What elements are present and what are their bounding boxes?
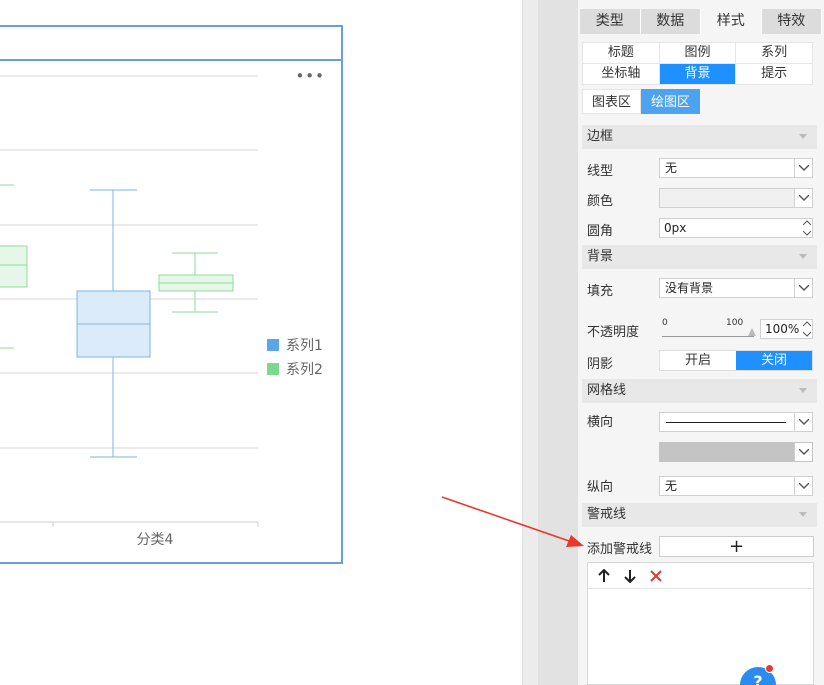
vertical-line-select[interactable]: 无 xyxy=(659,476,813,496)
warning-line-list xyxy=(587,562,814,685)
select-value: 无 xyxy=(665,479,678,493)
section-header-gridlines[interactable]: 网格线 xyxy=(582,379,817,403)
add-warning-line-button[interactable]: + xyxy=(659,536,814,557)
box-series1-category4 xyxy=(76,189,151,458)
legend-item-series1[interactable]: 系列1 xyxy=(267,333,323,357)
slider-max-label: 100 xyxy=(726,318,744,328)
shadow-label: 阴影 xyxy=(587,357,614,372)
tab-data[interactable]: 数据 xyxy=(640,9,701,34)
subtab-background[interactable]: 背景 xyxy=(659,64,736,84)
subtab-legend[interactable]: 图例 xyxy=(659,43,736,63)
legend-item-series2[interactable]: 系列2 xyxy=(267,357,323,381)
legend-label: 系列2 xyxy=(286,362,323,378)
shadow-on-button[interactable]: 开启 xyxy=(660,351,736,370)
color-label: 颜色 xyxy=(587,194,614,209)
warning-line-toolbar xyxy=(588,563,813,589)
section-title: 背景 xyxy=(587,249,614,264)
caret-down-icon xyxy=(799,512,807,517)
color-select[interactable] xyxy=(659,188,813,208)
arrow-down-icon[interactable] xyxy=(622,568,638,584)
select-value: 没有背景 xyxy=(665,281,714,295)
radius-label: 圆角 xyxy=(587,224,614,239)
chevron-down-icon xyxy=(794,159,812,177)
boxplot-chart: 分类4 xyxy=(0,75,259,548)
add-warning-line-label: 添加警戒线 xyxy=(587,542,653,557)
vertical-label: 纵向 xyxy=(587,480,614,495)
shadow-toggle: 开启 关闭 xyxy=(659,350,813,371)
input-value: 100% xyxy=(765,322,800,336)
subtab-tooltip[interactable]: 提示 xyxy=(736,64,812,84)
box-series2-category4 xyxy=(158,252,234,313)
line-type-label: 线型 xyxy=(587,164,614,179)
main-tabs: 类型 数据 样式 特效 xyxy=(580,9,822,34)
horizontal-label: 横向 xyxy=(587,415,614,430)
chart-card: 分类4 ••• 系列1 系列2 xyxy=(0,25,343,564)
opacity-label: 不透明度 xyxy=(587,325,640,340)
arrow-up-icon[interactable] xyxy=(596,568,612,584)
delete-icon[interactable] xyxy=(648,568,664,584)
subtab-series[interactable]: 系列 xyxy=(736,43,812,63)
horizontal-line-style-select[interactable] xyxy=(659,412,813,432)
input-value: 0px xyxy=(664,221,687,235)
box-series2-category3-partial xyxy=(0,184,28,349)
chevron-down-icon xyxy=(794,279,812,297)
opacity-input[interactable]: 100% xyxy=(760,319,813,339)
more-options-icon[interactable]: ••• xyxy=(295,67,325,85)
chevron-down-icon xyxy=(794,443,812,461)
notification-dot xyxy=(765,664,774,673)
stepper-icon[interactable] xyxy=(802,219,812,237)
legend-swatch xyxy=(267,363,279,375)
fill-label: 填充 xyxy=(587,284,614,299)
panel-gutter xyxy=(522,0,579,685)
legend-swatch xyxy=(267,339,279,351)
subtab-axis[interactable]: 坐标轴 xyxy=(583,64,659,84)
slider-min-label: 0 xyxy=(662,318,668,328)
tab-type[interactable]: 类型 xyxy=(580,9,641,34)
section-header-background[interactable]: 背景 xyxy=(582,245,817,269)
caret-down-icon xyxy=(799,254,807,259)
caret-down-icon xyxy=(799,388,807,393)
chart-legend: 系列1 系列2 xyxy=(267,333,323,381)
section-header-border[interactable]: 边框 xyxy=(582,125,817,149)
select-value: 无 xyxy=(665,161,678,175)
opacity-slider-thumb[interactable] xyxy=(748,328,756,336)
stepper-icon[interactable] xyxy=(802,320,812,338)
tab-effects[interactable]: 特效 xyxy=(761,9,822,34)
x-axis-category-label: 分类4 xyxy=(137,532,174,548)
style-subtabs: 标题 图例 系列 坐标轴 背景 提示 xyxy=(582,42,813,85)
chevron-down-icon xyxy=(794,189,812,207)
section-title: 边框 xyxy=(587,129,614,144)
fill-select[interactable]: 没有背景 xyxy=(659,278,813,298)
shadow-off-button[interactable]: 关闭 xyxy=(736,351,812,370)
tab-style[interactable]: 样式 xyxy=(701,9,762,34)
subtab-title[interactable]: 标题 xyxy=(583,43,659,63)
solid-line-sample xyxy=(666,422,786,423)
section-title: 警戒线 xyxy=(587,507,627,522)
legend-label: 系列1 xyxy=(286,338,323,354)
line-type-select[interactable]: 无 xyxy=(659,158,813,178)
section-title: 网格线 xyxy=(587,383,627,398)
horizontal-line-color-select[interactable] xyxy=(659,442,813,462)
area-tabs: 图表区 绘图区 xyxy=(582,89,701,114)
radius-input[interactable]: 0px xyxy=(659,218,813,238)
chart-card-header xyxy=(0,27,341,61)
section-header-warning-line[interactable]: 警戒线 xyxy=(582,503,817,527)
tab-plot-area[interactable]: 绘图区 xyxy=(641,89,701,114)
chevron-down-icon xyxy=(794,413,812,431)
property-panel: 类型 数据 样式 特效 标题 图例 系列 坐标轴 背景 提示 图表区 绘图区 边… xyxy=(578,0,824,685)
caret-down-icon xyxy=(799,134,807,139)
tab-chart-area[interactable]: 图表区 xyxy=(582,89,642,114)
opacity-slider-track[interactable] xyxy=(662,333,754,337)
chevron-down-icon xyxy=(794,477,812,495)
gutter-inner xyxy=(538,0,579,685)
